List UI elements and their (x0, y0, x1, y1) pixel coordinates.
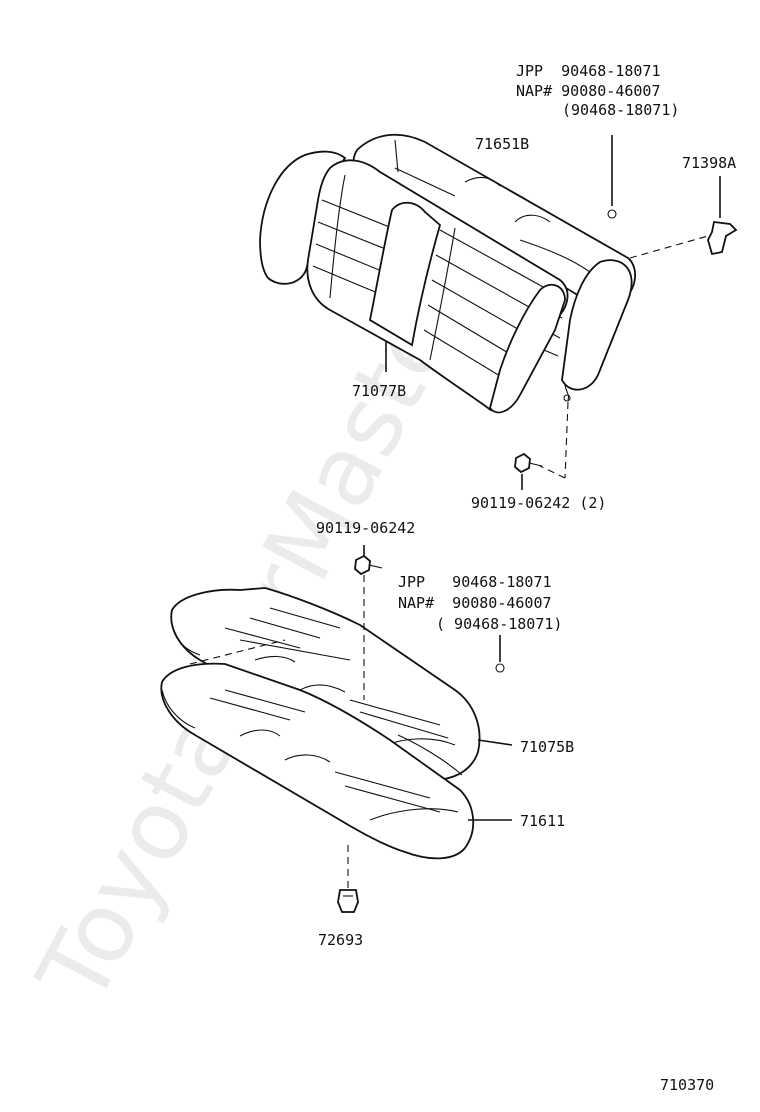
label-top-paren: (90468-18071) (562, 101, 679, 119)
diagram-id: 710370 (660, 1076, 714, 1094)
label-hook: 71398A (682, 154, 736, 172)
seat-back-assembly (259, 133, 738, 490)
label-cushion-cover: 71611 (520, 812, 565, 830)
label-mid-nap: NAP# 90080-46007 (398, 594, 552, 612)
label-cushion-assy: 71075B (520, 738, 574, 756)
label-mid-paren: ( 90468-18071) (436, 615, 562, 633)
label-cushion-bolt: 90119-06242 (316, 519, 415, 537)
label-top-jpp: JPP 90468-18071 (516, 62, 661, 80)
backrest-right-wing (489, 283, 566, 414)
label-top-nap: NAP# 90080-46007 (516, 82, 661, 100)
bolt-icon (514, 452, 543, 474)
label-backrest-assy: 71077B (352, 382, 406, 400)
cushion-bolt-icon (354, 554, 383, 576)
label-back-bolt: 90119-06242 (2) (471, 494, 606, 512)
label-backrest-cover: 71651B (475, 135, 529, 153)
backrest-front (306, 159, 569, 412)
label-mid-jpp: JPP 90468-18071 (398, 573, 552, 591)
label-clip: 72693 (318, 931, 363, 949)
clip-icon (337, 889, 359, 913)
cushion-lower (160, 662, 475, 860)
backrest-center-divider (368, 201, 442, 347)
seat-cushion-assembly (160, 545, 513, 913)
backrest-side-panel (561, 259, 633, 391)
hook-clip-icon (707, 221, 738, 256)
